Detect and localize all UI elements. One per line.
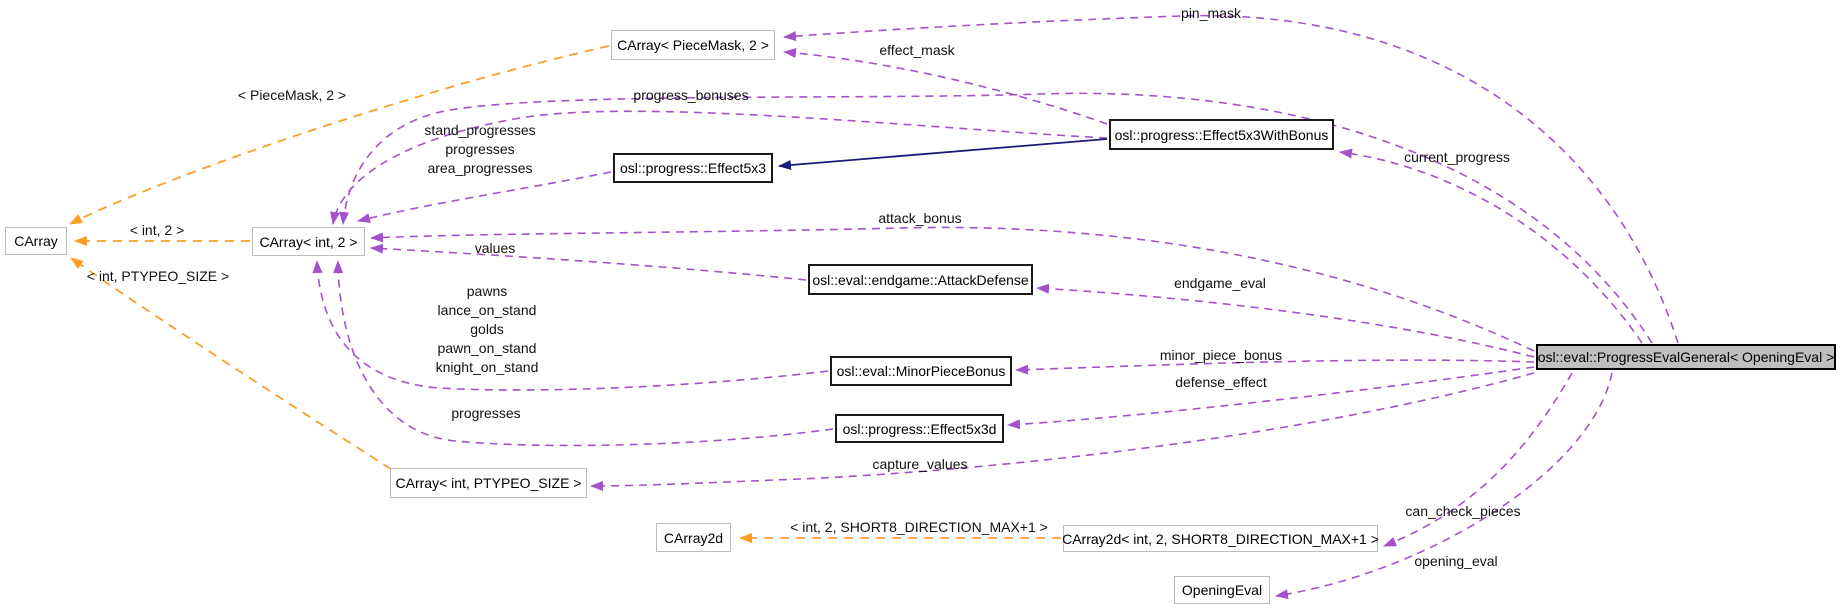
edge-label-defense-effect: defense_effect: [1175, 374, 1267, 390]
edge-label-knight-on-stand: knight_on_stand: [435, 359, 539, 375]
node-carray-int-2: CArray< int, 2 >: [252, 227, 365, 256]
edge-endgame-eval: [1036, 283, 1535, 358]
edge-label-pawns: pawns: [466, 283, 508, 299]
edge-tpl-ptypeo: [70, 257, 392, 470]
node-carray2d-short8: CArray2d< int, 2, SHORT8_DIRECTION_MAX+1…: [1062, 525, 1379, 552]
edge-label-tpl-short8: < int, 2, SHORT8_DIRECTION_MAX+1 >: [790, 519, 1048, 535]
node-effect5x3withbonus[interactable]: osl::progress::Effect5x3WithBonus: [1109, 119, 1334, 150]
node-carray-piecemask-2: CArray< PieceMask, 2 >: [611, 30, 775, 60]
edge-capture-values: [590, 372, 1535, 491]
edge-label-values: values: [474, 240, 516, 256]
edge-pin-mask: [783, 14, 1679, 344]
node-openingeval: OpeningEval: [1174, 576, 1270, 604]
node-progressevalgeneral: osl::eval::ProgressEvalGeneral< OpeningE…: [1536, 344, 1836, 370]
node-attackdefense[interactable]: osl::eval::endgame::AttackDefense: [808, 264, 1033, 295]
edge-label-minor-piece-bonus: minor_piece_bonus: [1159, 347, 1283, 363]
node-minorpiecebonus[interactable]: osl::eval::MinorPieceBonus: [830, 356, 1012, 386]
edge-label-progresses: progresses: [451, 405, 521, 421]
edge-label-capture-values: capture_values: [872, 456, 968, 472]
edge-inheritance: [778, 138, 1108, 170]
edge-effect5x3-to-carray: [357, 171, 612, 223]
edge-label-pawn-on-stand: pawn_on_stand: [437, 340, 537, 356]
edge-attack-bonus: [370, 226, 1535, 352]
edge-label-tpl-ptypeo: < int, PTYPEO_SIZE >: [86, 268, 230, 284]
edge-label-tpl-piecemask-2: < PieceMask, 2 >: [237, 87, 347, 103]
node-carray2d: CArray2d: [656, 523, 731, 552]
edge-label-stand-progresses: stand_progresses: [424, 122, 536, 138]
edge-stand-progresses-block: [330, 110, 1108, 225]
edge-stand-pieces-block: [312, 260, 829, 391]
edge-label-progresses-mid: progresses: [445, 141, 515, 157]
edge-label-opening-eval: opening_eval: [1414, 553, 1498, 569]
node-carray-int-ptypeo: CArray< int, PTYPEO_SIZE >: [390, 468, 587, 498]
edge-label-golds: golds: [470, 321, 504, 337]
edge-defense-effect: [1007, 366, 1535, 430]
edge-label-area-progresses: area_progresses: [427, 160, 533, 176]
edge-progresses: [333, 260, 834, 447]
edge-label-stand-progresses-block: stand_progresses progresses area_progres…: [424, 121, 535, 178]
edge-label-tpl-int-2: < int, 2 >: [129, 222, 185, 238]
edge-label-pin-mask: pin_mask: [1181, 5, 1241, 21]
edge-minor-piece-bonus: [1015, 359, 1535, 375]
edge-effect-mask: [783, 48, 1108, 125]
edge-label-progress-bonuses: progress_bonuses: [633, 87, 749, 103]
edge-label-effect-mask: effect_mask: [879, 42, 955, 58]
edge-current-progress: [1339, 148, 1643, 344]
edge-label-lance-on-stand: lance_on_stand: [437, 302, 537, 318]
edge-label-can-check-pieces: can_check_pieces: [1405, 503, 1521, 519]
edge-opening-eval: [1275, 372, 1613, 600]
edge-label-endgame-eval: endgame_eval: [1174, 275, 1266, 291]
edge-tpl-piecemask-2: [69, 45, 610, 225]
edge-label-attack-bonus: attack_bonus: [878, 210, 962, 226]
node-effect5x3d[interactable]: osl::progress::Effect5x3d: [835, 414, 1004, 443]
edge-label-current-progress: current_progress: [1404, 149, 1510, 165]
edge-values: [370, 243, 807, 281]
edge-label-stand-pieces-block: pawns lance_on_stand golds pawn_on_stand…: [436, 282, 539, 377]
node-carray: CArray: [5, 227, 67, 255]
edge-progress-bonuses: [339, 92, 1653, 344]
node-effect5x3[interactable]: osl::progress::Effect5x3: [613, 153, 773, 183]
edge-can-check-pieces: [1383, 372, 1573, 547]
